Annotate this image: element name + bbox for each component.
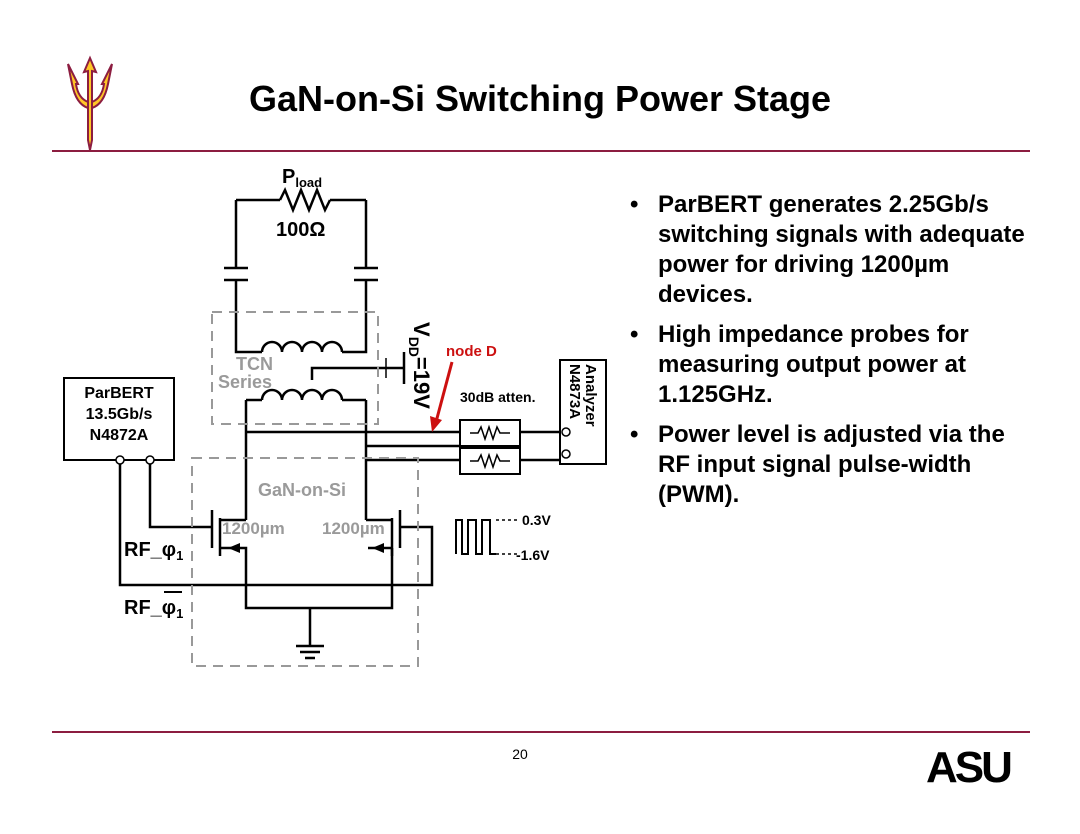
pulse-low-label: -1.6V	[516, 547, 550, 563]
bottom-inductor-icon	[260, 388, 344, 401]
right-capacitor-icon	[354, 266, 378, 282]
circuit-diagram: Pload 100Ω TCN Series GaN-on-Si 1200µm 1…	[63, 166, 607, 667]
analyzer-model-label: N4873A	[566, 364, 583, 419]
rf-phi-bar-label: RF_φ1	[124, 597, 183, 621]
asu-logo-icon: ASU	[924, 740, 1034, 795]
bullet-dot-icon: •	[630, 191, 639, 218]
bullet-dot-icon: •	[630, 321, 639, 348]
ground-icon	[296, 644, 324, 660]
parbert-rate-label: 13.5Gb/s	[86, 406, 153, 423]
tcn-label: TCN	[236, 354, 273, 374]
bullet-item: •High impedance probes for measuring out…	[630, 321, 969, 408]
footer-divider	[52, 731, 1030, 733]
rf-phi-label: RF_φ1	[124, 539, 183, 563]
tcn-series-box	[211, 311, 379, 425]
top-inductor-icon	[260, 340, 344, 353]
page-number: 20	[512, 746, 528, 762]
pload-label: Pload	[282, 166, 322, 190]
attenuator-top-icon	[470, 424, 510, 442]
slide-title: GaN-on-Si Switching Power Stage	[248, 78, 832, 119]
attenuator-bottom-icon	[470, 452, 510, 470]
gan-on-si-box	[191, 457, 419, 667]
node-d-arrow	[434, 361, 454, 423]
parbert-box	[63, 377, 175, 461]
left-device-label: 1200µm	[222, 519, 285, 538]
vdd-label: VDD=19V	[406, 322, 434, 409]
analyzer-label: Analyzer	[582, 364, 599, 427]
parbert-label: ParBERT	[84, 385, 154, 402]
right-device-label: 1200µm	[322, 519, 385, 538]
atten-label: 30dB atten.	[460, 389, 535, 405]
pulse-high-label: 0.3V	[522, 512, 551, 528]
node-d-label: node D	[446, 343, 497, 360]
title-divider	[52, 150, 1030, 152]
pulse-waveform-icon	[455, 519, 496, 555]
load-resistor-icon	[278, 186, 332, 214]
bullet-list: •ParBERT generates 2.25Gb/s switching si…	[628, 190, 1028, 520]
resistor-value-label: 100Ω	[276, 219, 325, 241]
parbert-model-label: N4872A	[90, 427, 149, 444]
left-capacitor-icon	[224, 266, 248, 282]
attenuator-bottom	[459, 447, 521, 475]
series-label: Series	[218, 372, 272, 392]
bullet-dot-icon: •	[630, 421, 639, 448]
attenuator-top	[459, 419, 521, 447]
gan-label: GaN-on-Si	[258, 480, 346, 500]
bullet-item: •ParBERT generates 2.25Gb/s switching si…	[630, 191, 1025, 308]
analyzer-box	[559, 359, 607, 465]
svg-text:ASU: ASU	[926, 743, 1011, 790]
bullet-item: •Power level is adjusted via the RF inpu…	[630, 421, 1005, 508]
